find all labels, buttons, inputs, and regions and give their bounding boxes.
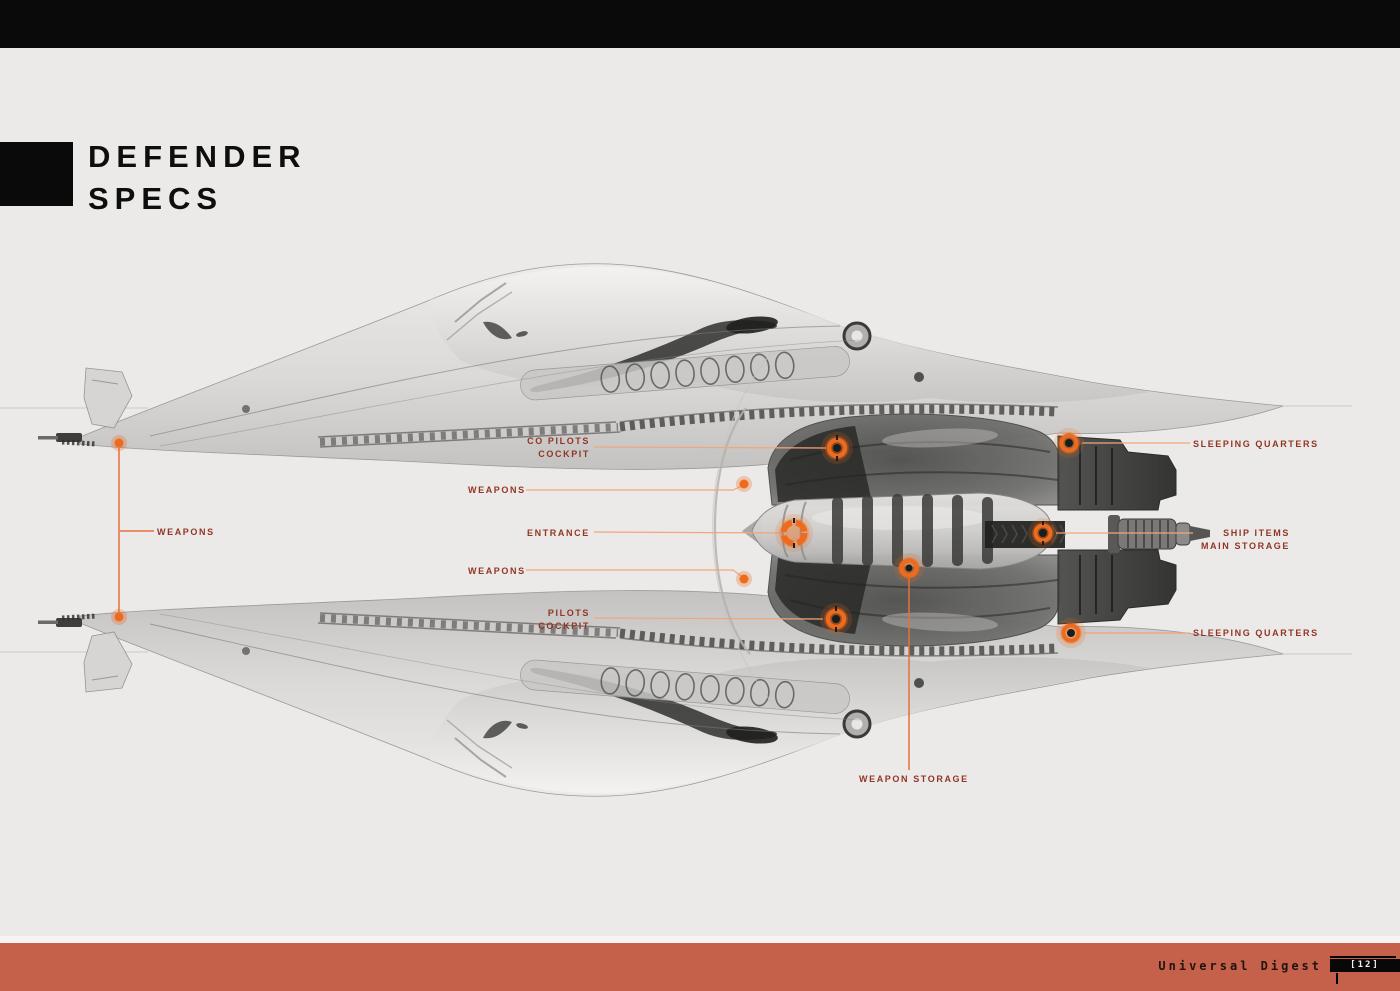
page-title-line1: DEFENDER bbox=[88, 139, 307, 174]
leader-entrance bbox=[593, 531, 782, 534]
weapons-lower-marker bbox=[736, 571, 752, 587]
hull-port bbox=[914, 372, 924, 382]
callout-label-line: COCKPIT bbox=[538, 448, 590, 459]
fuselage-ring bbox=[799, 501, 807, 561]
page-title: DEFENDER SPECS bbox=[88, 136, 307, 220]
page-number-tick bbox=[1336, 973, 1338, 984]
ship-items-marker bbox=[1028, 518, 1058, 548]
hull-vent bbox=[516, 331, 528, 337]
pilots-cockpit-marker bbox=[820, 603, 852, 635]
callout-label-co-pilots-cockpit: CO PILOTS COCKPIT bbox=[527, 435, 590, 460]
publication-name: Universal Digest bbox=[1158, 959, 1322, 973]
hull-port bbox=[242, 405, 250, 413]
internal-tube bbox=[520, 346, 850, 401]
leader-weapons-upper bbox=[526, 484, 745, 491]
center-cable bbox=[712, 351, 779, 711]
engine-block bbox=[1057, 435, 1177, 511]
callout-label-line: MAIN STORAGE bbox=[1200, 540, 1290, 551]
entrance-marker bbox=[775, 514, 813, 552]
center-cable bbox=[713, 407, 751, 655]
callout-label-ship-items-main-storage: SHIP ITEMS MAIN STORAGE bbox=[1201, 527, 1290, 552]
hull-crease bbox=[446, 291, 513, 341]
rib-spine bbox=[619, 403, 1059, 432]
callout-label-sleeping-quarters-lower: SLEEPING QUARTERS bbox=[1193, 628, 1319, 638]
center-assembly bbox=[712, 351, 1210, 711]
wing-gun-barrel bbox=[38, 436, 58, 440]
page-title-line2: SPECS bbox=[88, 181, 224, 216]
intake-hook bbox=[483, 321, 512, 340]
callout-label-sleeping-quarters-upper: SLEEPING QUARTERS bbox=[1193, 439, 1319, 449]
sleeping-quarters-upper-marker bbox=[1054, 428, 1084, 458]
callout-label-weapons-upper: WEAPONS bbox=[468, 485, 526, 495]
callout-label-pilots-cockpit: PILOTS COCKPIT bbox=[538, 607, 590, 632]
sleeping-quarters-lower-marker bbox=[1056, 618, 1086, 648]
tail-clutch bbox=[1108, 515, 1210, 553]
footer-highlight-strip bbox=[0, 936, 1400, 943]
wing-cable bbox=[149, 325, 841, 437]
footer-bar bbox=[0, 943, 1400, 991]
boom-truss bbox=[317, 421, 621, 448]
boom-tip-seam bbox=[91, 379, 119, 385]
wing-gun-teeth bbox=[61, 439, 97, 447]
weapon-storage-marker bbox=[894, 553, 924, 583]
leader-pilots-cockpit bbox=[593, 617, 824, 620]
callout-label-weapon-storage: WEAPON STORAGE bbox=[859, 774, 969, 784]
wing-cable bbox=[159, 339, 861, 447]
title-accent-square bbox=[0, 142, 73, 206]
callout-lines bbox=[118, 442, 1193, 770]
cockpit-pod bbox=[767, 413, 1061, 506]
page-number: [12] bbox=[1330, 959, 1400, 972]
leader-weapons-lower bbox=[526, 569, 745, 579]
callout-markers bbox=[111, 428, 1086, 648]
callout-label-line: CO PILOTS bbox=[527, 436, 590, 446]
top-bar bbox=[0, 0, 1400, 48]
ship-top-half bbox=[0, 263, 1352, 511]
callout-label-weapons-lower: WEAPONS bbox=[468, 566, 526, 576]
engine-vents bbox=[1079, 445, 1113, 505]
rear-grille-chevrons bbox=[991, 524, 1066, 544]
hull-crease bbox=[454, 282, 507, 323]
co-pilots-cockpit-marker bbox=[821, 432, 853, 464]
callout-label-line: SHIP ITEMS bbox=[1223, 528, 1290, 538]
weapons-upper-marker bbox=[736, 476, 752, 492]
leader-co-pilots-cockpit bbox=[593, 446, 827, 449]
callout-label-weapons-left: WEAPONS bbox=[157, 527, 215, 537]
weapons-left-top-marker bbox=[111, 435, 127, 451]
callout-label-line: COCKPIT bbox=[538, 620, 590, 631]
ship-bottom-half bbox=[0, 550, 1352, 796]
tube-nozzle-core bbox=[851, 330, 863, 342]
page-number-rule bbox=[1330, 956, 1396, 958]
callout-label-entrance: ENTRANCE bbox=[527, 528, 590, 538]
boom-tip bbox=[83, 367, 133, 429]
weapons-left-bottom-marker bbox=[111, 609, 127, 625]
callout-label-line: PILOTS bbox=[547, 608, 590, 618]
